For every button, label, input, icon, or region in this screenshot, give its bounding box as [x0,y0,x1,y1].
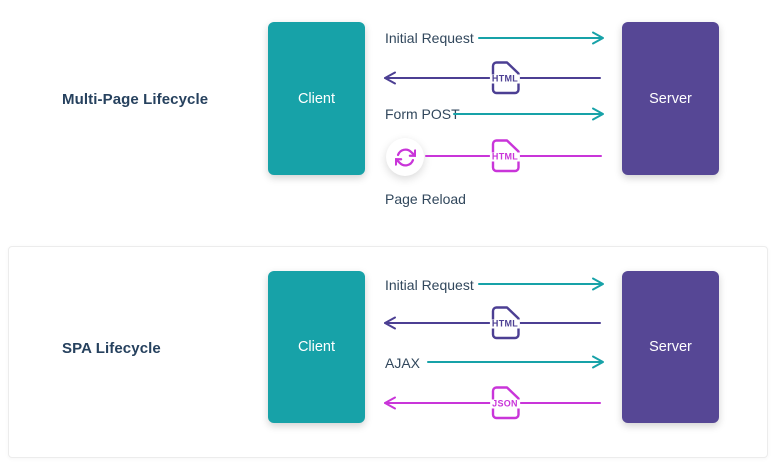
html-file-label: HTML [489,73,521,84]
right-arrow-icon [478,277,604,291]
right-arrow-icon [478,31,604,45]
json-file-icon: JSON [490,386,520,420]
html-file-label: HTML [489,151,521,162]
flow-label-form-post: Form POST [385,106,460,122]
page-reload-icon [386,138,424,176]
client-node: Client [268,22,365,175]
server-node-label: Server [649,339,692,355]
json-file-label: JSON [490,398,520,409]
page-reload-caption: Page Reload [385,191,466,207]
html-file-icon: HTML [489,61,521,95]
flow-label-initial-request: Initial Request [385,277,474,293]
flow-label-initial-request: Initial Request [385,30,474,46]
client-node-label: Client [297,90,336,107]
right-arrow-icon [427,355,604,369]
html-file-icon: HTML [489,139,521,173]
multi-page-title: Multi-Page Lifecycle [62,91,209,108]
html-file-icon: HTML [489,306,521,340]
flow-label-ajax: AJAX [385,355,421,371]
server-node: Server [622,22,719,175]
server-node: Server [622,271,719,423]
server-node-label: Server [649,90,692,107]
spa-title: SPA Lifecycle [62,340,161,357]
client-node-label: Client [297,339,336,355]
client-node: Client [268,271,365,423]
right-arrow-icon [453,107,604,121]
html-file-label: HTML [489,318,521,329]
